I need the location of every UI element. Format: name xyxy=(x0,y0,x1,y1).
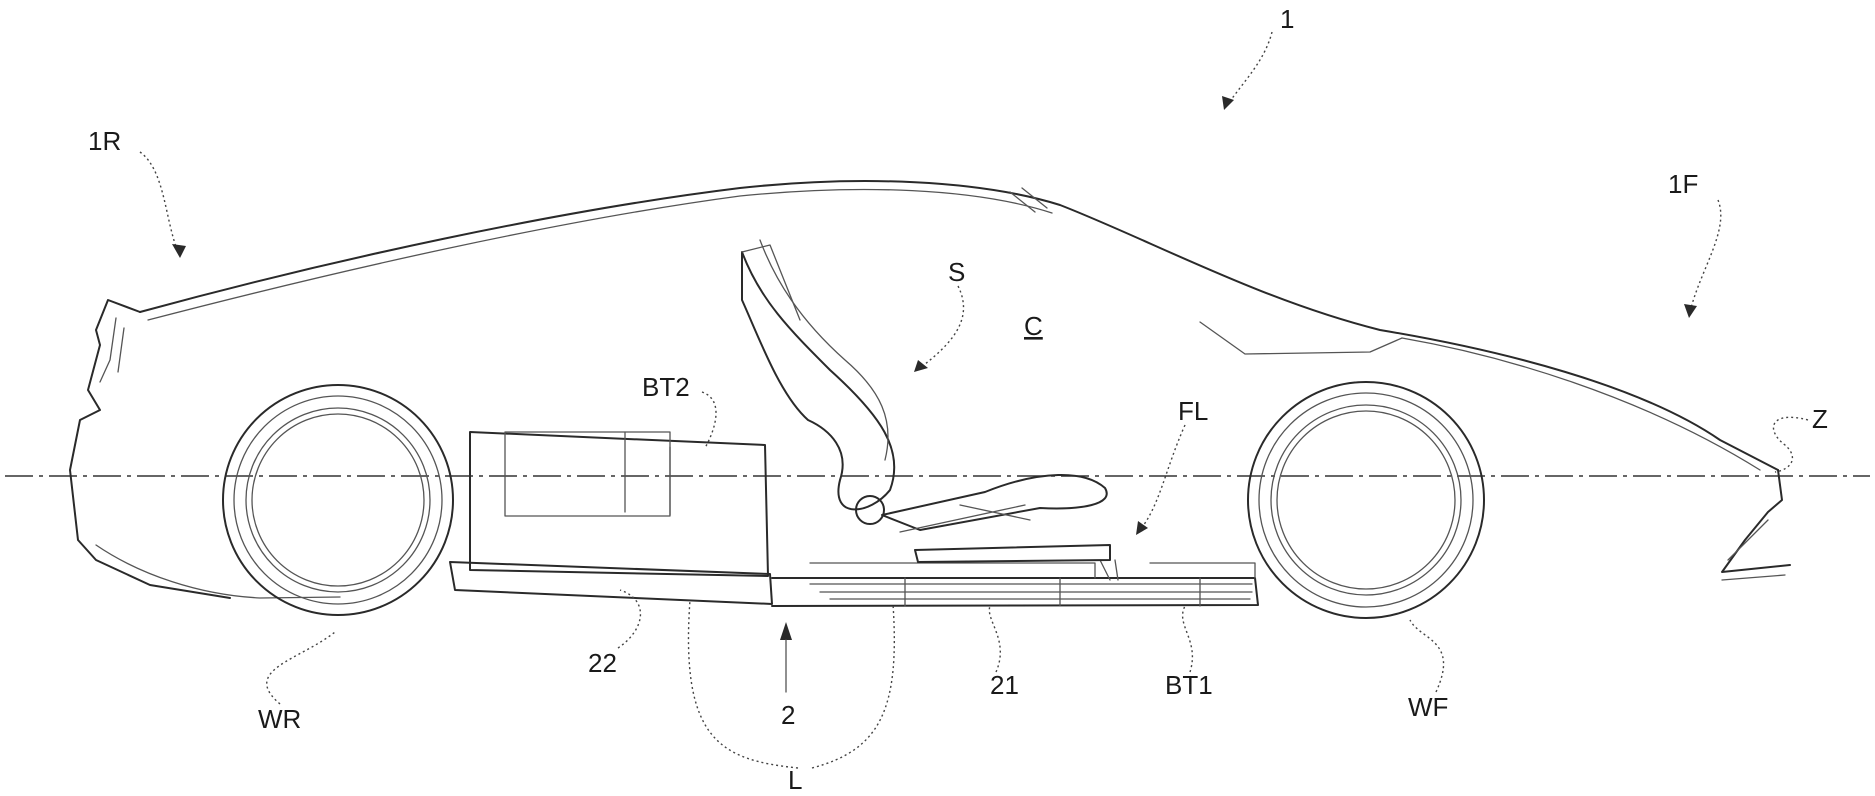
label-cabin: C xyxy=(1024,311,1043,341)
rear-wheel xyxy=(223,385,453,615)
arrow-heads xyxy=(172,96,1697,692)
label-longitudinal: L xyxy=(788,765,802,795)
label-axis: Z xyxy=(1812,404,1828,434)
rear-battery-bt2 xyxy=(470,432,768,576)
seat-s xyxy=(742,240,1110,562)
arrow-member-2 xyxy=(780,622,792,640)
label-rear: 1R xyxy=(88,126,121,156)
floor-structure xyxy=(450,560,1258,606)
label-floor: FL xyxy=(1178,396,1208,426)
label-battery-front: BT1 xyxy=(1165,670,1213,700)
label-front-wheel: WF xyxy=(1408,692,1448,722)
leader-lines xyxy=(140,32,1808,768)
label-member-22: 22 xyxy=(588,648,617,678)
label-front: 1F xyxy=(1668,169,1698,199)
label-member-2: 2 xyxy=(781,700,795,730)
arrow-front xyxy=(1684,304,1697,318)
label-member-21: 21 xyxy=(990,670,1019,700)
label-battery-rear: BT2 xyxy=(642,372,690,402)
front-wheel xyxy=(1248,382,1484,618)
car-body xyxy=(70,181,1790,598)
arrow-seat xyxy=(914,360,928,372)
label-seat: S xyxy=(948,257,965,287)
label-rear-wheel: WR xyxy=(258,704,301,734)
arrow-floor xyxy=(1136,521,1148,535)
label-vehicle: 1 xyxy=(1280,4,1294,34)
reference-labels: 1 1R 1F S C BT2 FL Z WR 22 2 21 BT1 WF L xyxy=(88,4,1828,795)
arrow-rear xyxy=(172,244,186,258)
arrow-vehicle xyxy=(1222,96,1234,110)
